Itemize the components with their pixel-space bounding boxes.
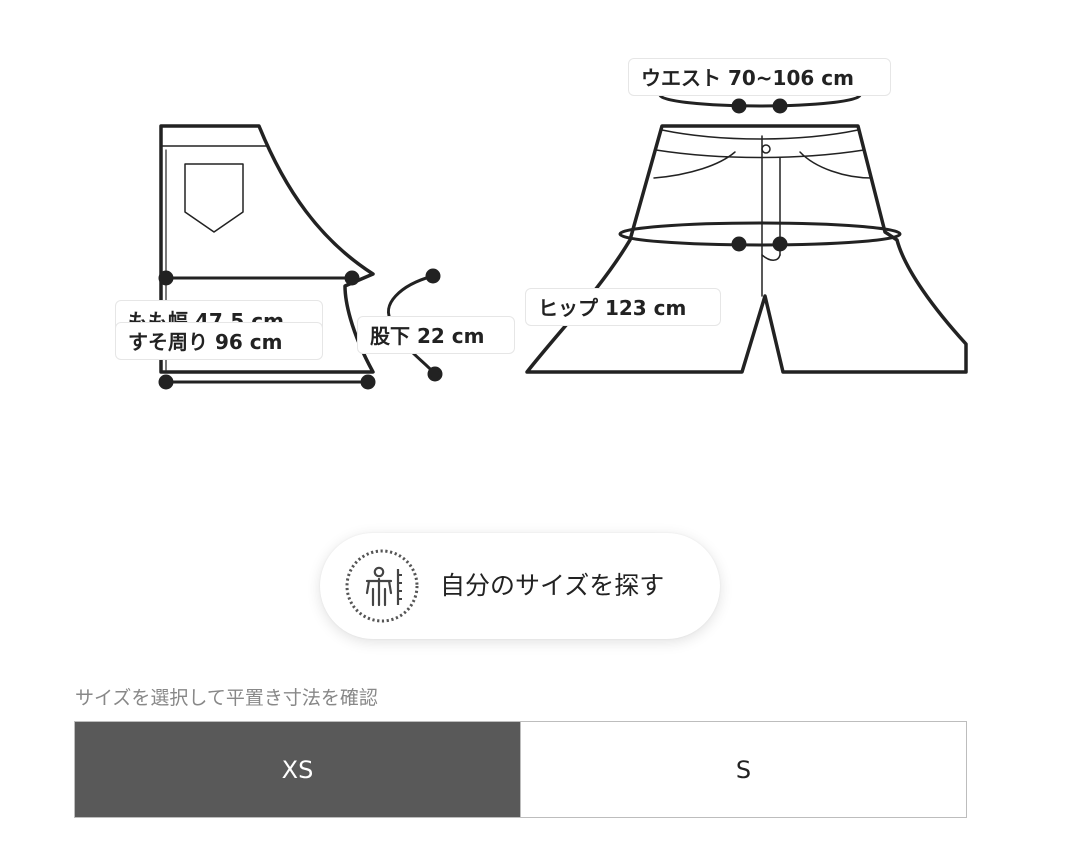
- hem-label: すそ周り 96 cm: [115, 322, 323, 360]
- thigh-measure-line: [158, 270, 360, 286]
- hem-measure-line: [158, 374, 376, 390]
- size-option-xs[interactable]: XS: [75, 722, 520, 817]
- find-my-size-button[interactable]: 自分のサイズを探す: [320, 533, 720, 639]
- person-measure-icon: [343, 547, 421, 625]
- waist-label: ウエスト 70~106 cm: [628, 58, 891, 96]
- inseam-label: 股下 22 cm: [357, 316, 515, 354]
- size-selector: XS S: [74, 721, 967, 818]
- hip-label: ヒップ 123 cm: [525, 288, 721, 326]
- size-diagram: ウエスト 70~106 cm ヒップ 123 cm もも幅 47.5 cm すそ…: [0, 0, 1080, 420]
- front-view-shorts: [525, 124, 968, 374]
- hip-measure-line: [618, 221, 902, 252]
- find-my-size-label: 自分のサイズを探す: [440, 571, 665, 600]
- size-option-s[interactable]: S: [520, 722, 966, 817]
- size-select-caption: サイズを選択して平置き寸法を確認: [75, 687, 378, 709]
